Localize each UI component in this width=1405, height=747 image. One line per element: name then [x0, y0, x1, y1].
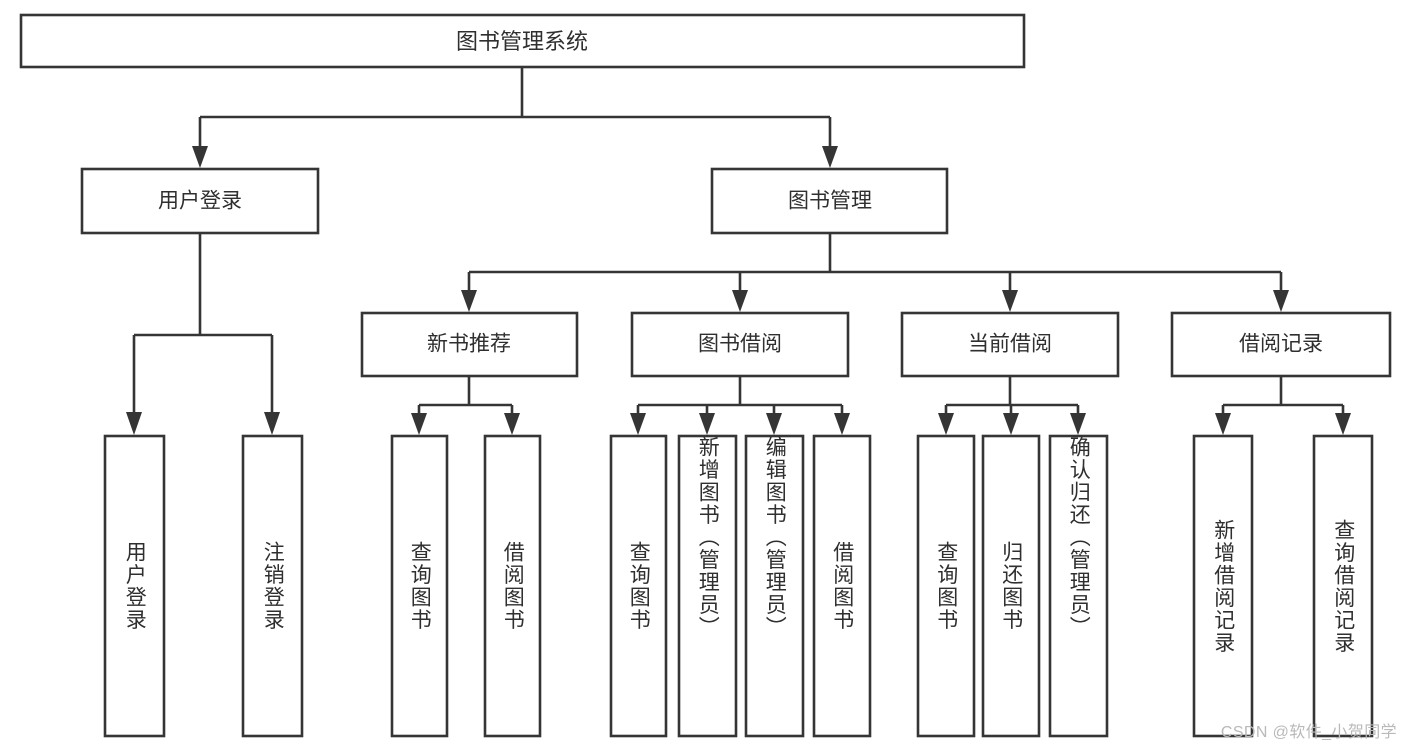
node-leaf-rec-search-box[interactable]: [1312, 434, 1374, 738]
node-current-borrow-label: 当前借阅: [968, 333, 1052, 356]
node-root-box[interactable]: [19, 13, 1026, 69]
connector-group-user-login: [126, 233, 280, 435]
arrow-head-leaf-borrow-edit: [766, 413, 782, 435]
node-leaf-cur-confirm-box[interactable]: [1048, 434, 1109, 738]
node-current-borrow-box[interactable]: [900, 311, 1120, 378]
node-user-login-box[interactable]: [80, 167, 320, 235]
node-current-borrow[interactable]: 当前借阅: [900, 311, 1120, 378]
node-leaf-borrow-query-box[interactable]: [609, 434, 668, 738]
connector-group-book-borrow: [630, 376, 850, 435]
node-leaf-user-logout-box[interactable]: [241, 434, 304, 738]
node-leaf-user-login-box[interactable]: [103, 434, 166, 738]
node-leaf-rec-borrow-box[interactable]: [483, 434, 542, 738]
arrow-head-leaf-rec-borrow: [504, 413, 520, 435]
node-borrow-record-label: 借阅记录: [1239, 333, 1323, 356]
node-new-book-rec-label: 新书推荐: [427, 333, 511, 356]
node-book-borrow[interactable]: 图书借阅: [630, 311, 850, 378]
node-leaf-borrow-edit-box[interactable]: [744, 434, 805, 738]
arrow-head-leaf-rec-search: [1335, 413, 1351, 435]
node-leaf-cur-query-box[interactable]: [916, 434, 976, 738]
node-book-manage[interactable]: 图书管理: [710, 167, 949, 235]
node-leaf-borrow-borrow-box[interactable]: [812, 434, 872, 738]
arrow-head-leaf-cur-return: [1003, 413, 1019, 435]
arrow-head-user-login: [192, 146, 208, 168]
node-root[interactable]: 图书管理系统: [19, 13, 1026, 69]
arrow-head-leaf-borrow-borrow: [834, 413, 850, 435]
node-leaf-rec-query-box[interactable]: [390, 434, 449, 738]
node-new-book-rec[interactable]: 新书推荐: [360, 311, 579, 378]
node-leaf-borrow-add-box[interactable]: [677, 434, 738, 738]
arrow-head-new-book-rec: [461, 290, 477, 312]
node-book-manage-box[interactable]: [710, 167, 949, 235]
arrow-head-leaf-cur-confirm: [1070, 413, 1086, 435]
arrow-head-leaf-borrow-query: [630, 413, 646, 435]
arrow-head-book-borrow: [732, 290, 748, 312]
node-user-login[interactable]: 用户登录: [80, 167, 320, 235]
arrow-head-leaf-user-logout: [264, 412, 280, 435]
connector-group-new-book-rec: [411, 376, 520, 435]
arrow-head-current-borrow: [1002, 290, 1018, 312]
arrow-head-leaf-borrow-add: [699, 413, 715, 435]
arrow-head-borrow-record: [1273, 290, 1289, 312]
node-book-borrow-box[interactable]: [630, 311, 850, 378]
connector-group-root: [192, 67, 838, 168]
arrow-head-leaf-rec-query: [411, 413, 427, 435]
node-root-label: 图书管理系统: [456, 29, 588, 54]
arrow-head-book-manage: [822, 146, 838, 168]
arrow-head-leaf-cur-query: [938, 413, 954, 435]
node-book-borrow-label: 图书借阅: [698, 333, 782, 356]
connector-group-book-manage: [461, 233, 1289, 312]
connector-group-borrow-record: [1215, 376, 1351, 435]
node-user-login-label: 用户登录: [158, 190, 242, 213]
node-leaf-rec-add-box[interactable]: [1192, 434, 1254, 738]
arrow-head-leaf-user-login: [126, 412, 142, 435]
node-borrow-record-box[interactable]: [1170, 311, 1392, 378]
node-leaf-cur-return-box[interactable]: [981, 434, 1041, 738]
node-book-manage-label: 图书管理: [788, 190, 872, 213]
connector-group-current-borrow: [938, 376, 1086, 435]
node-borrow-record[interactable]: 借阅记录: [1170, 311, 1392, 378]
node-new-book-rec-box[interactable]: [360, 311, 579, 378]
arrow-head-leaf-rec-add: [1215, 413, 1231, 435]
